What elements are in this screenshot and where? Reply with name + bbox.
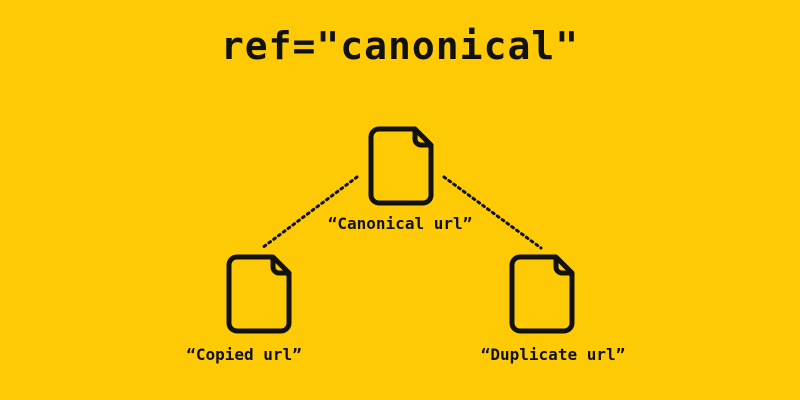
document-icon-canonical [368,126,434,206]
label-copied-url: “Copied url” [186,345,302,364]
connector-right [442,175,543,250]
document-icon-duplicate [509,254,575,334]
label-duplicate-url: “Duplicate url” [480,345,626,364]
diagram-title: ref="canonical" [220,24,580,68]
label-canonical-url: “Canonical url” [327,214,473,233]
connector-left [260,175,359,250]
document-icon-copied [226,254,292,334]
